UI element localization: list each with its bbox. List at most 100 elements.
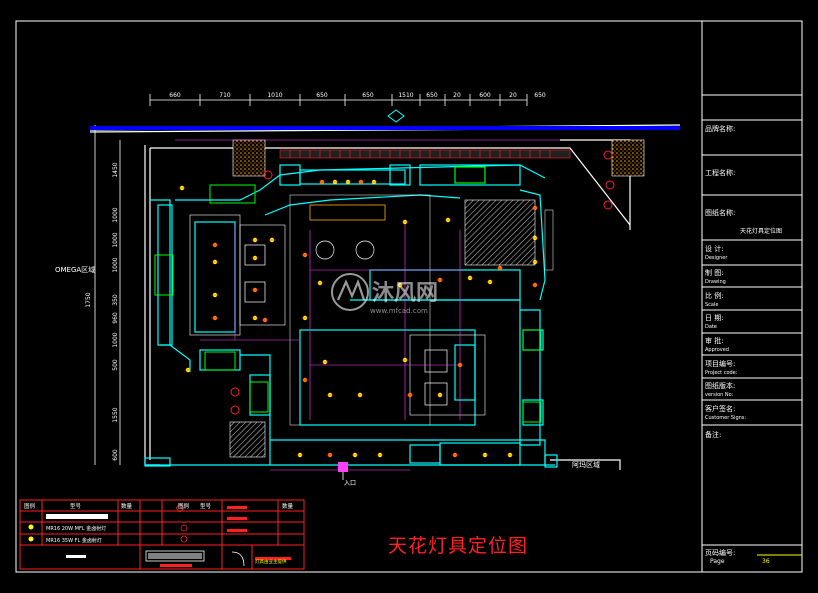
- tb-date-cn: 日 期:: [705, 314, 724, 322]
- svg-text:数量: 数量: [282, 502, 294, 510]
- dimension-lines-magenta: [175, 139, 560, 471]
- track-ticks: [289, 150, 551, 158]
- spotlight-icon: [251, 315, 259, 321]
- top-dimension-chain: [149, 94, 528, 106]
- left-dim-5: 960: [112, 312, 119, 324]
- north-marker: [387, 109, 405, 123]
- tb-version-cn: 图纸版本:: [705, 382, 736, 390]
- left-dim-0: 1450: [112, 162, 119, 177]
- spotlight-icon: [301, 377, 309, 383]
- tb-page-no: 36: [762, 558, 770, 565]
- left-dim-3: 1000: [112, 257, 119, 272]
- spotlight-icon: [318, 179, 326, 185]
- spotlight-icon: [261, 317, 269, 323]
- ceiling-track: [279, 149, 571, 159]
- tb-page-cn: 页码编号:: [705, 549, 736, 557]
- top-dim-5: 1510: [398, 92, 413, 99]
- entrance-marker: [338, 462, 348, 480]
- spotlight-icon: [506, 452, 514, 458]
- spotlight-icon: [406, 392, 414, 398]
- tb-drawing-value: 天花灯具定位图: [740, 228, 783, 235]
- svg-text:图例: 图例: [178, 502, 190, 510]
- legend-table: [19, 499, 305, 570]
- top-dim-7: 20: [453, 92, 461, 99]
- tb-customer-cn: 客户签名:: [705, 405, 736, 413]
- tb-customer-en: Customer Signs:: [705, 415, 747, 421]
- svg-text:灯具由业主提供: 灯具由业主提供: [255, 558, 287, 565]
- left-dim-9: 600: [112, 449, 119, 461]
- left-dim-2: 1000: [112, 232, 119, 247]
- red-markers: [230, 150, 615, 415]
- tb-project-name: 品牌名称:: [705, 125, 736, 133]
- hatched-display: [464, 199, 536, 266]
- omega-zone-label: OMEGA区域: [55, 266, 96, 274]
- tb-scale-cn: 比 例:: [705, 292, 724, 300]
- spotlight-icon: [251, 255, 259, 261]
- spotlight-icon: [486, 279, 494, 285]
- spotlight-icon: [211, 259, 219, 265]
- drawing-title: 天花灯具定位图: [388, 535, 529, 557]
- spotlight-icon: [444, 217, 452, 223]
- tb-designer-en: Designer: [705, 255, 728, 261]
- bottom-zone-label: 阿玛区域: [572, 461, 600, 469]
- spotlight-icon: [321, 359, 329, 365]
- ceiling-feature: [309, 204, 386, 221]
- watermark-logo: [331, 273, 369, 311]
- column-left: [232, 139, 266, 177]
- spotlight-icon: [466, 275, 474, 281]
- spotlight-icon: [331, 179, 339, 185]
- svg-text:MR16 35W FL 金卤射灯: MR16 35W FL 金卤射灯: [46, 537, 102, 544]
- top-dim-1: 710: [219, 92, 231, 99]
- spotlight-icon: [211, 292, 219, 298]
- spotlight-icon: [351, 452, 359, 458]
- column-right: [611, 139, 645, 177]
- tb-version-en: version No:: [705, 392, 734, 398]
- spotlight-icon: [357, 179, 365, 185]
- top-dim-8: 600: [479, 92, 491, 99]
- light-fixtures: [178, 179, 539, 458]
- tb-scale-en: Scale: [705, 302, 719, 308]
- spotlight-icon: [401, 357, 409, 363]
- tb-designer-cn: 设 计:: [705, 245, 724, 253]
- spotlight-icon: [251, 287, 259, 293]
- upper-band: [90, 126, 680, 130]
- spotlight-icon: [301, 315, 309, 321]
- spotlight-icon: [178, 185, 186, 191]
- spotlight-icon: [301, 252, 309, 258]
- top-dim-0: 660: [169, 92, 181, 99]
- tb-drawn-cn: 制 图:: [705, 269, 724, 277]
- spotlight-icon: [451, 452, 459, 458]
- outer-frame: [15, 20, 803, 573]
- spotlight-icon: [211, 315, 219, 321]
- green-fixtures: [154, 184, 542, 423]
- tb-code-en: Project code:: [705, 370, 738, 376]
- spotlight-icon: [396, 282, 404, 288]
- spotlight-icon: [496, 265, 504, 271]
- tb-approve-cn: 审 批:: [705, 337, 724, 345]
- spotlight-icon: [481, 452, 489, 458]
- left-dimension-chain: [94, 125, 121, 465]
- spotlight-icon: [456, 362, 464, 368]
- spotlight-icon: [401, 219, 409, 225]
- spotlight-icon: [326, 392, 334, 398]
- svg-text:型号: 型号: [70, 502, 82, 510]
- left-dim-4: 350: [112, 294, 119, 306]
- tb-drawn-en: Drawing: [705, 279, 726, 285]
- spotlight-icon: [356, 392, 364, 398]
- left-dim-8: 1550: [112, 407, 119, 422]
- tb-code-cn: 项目编号:: [705, 360, 736, 368]
- top-dim-9: 20: [509, 92, 517, 99]
- spotlight-icon: [436, 277, 444, 283]
- spotlight-icon: [370, 179, 378, 185]
- top-dim-6: 650: [426, 92, 438, 99]
- spotlight-icon: [376, 452, 384, 458]
- legend-symbols: [175, 503, 188, 543]
- spotlight-icon: [211, 242, 219, 248]
- title-block: [701, 21, 802, 572]
- left-dim-1: 1000: [112, 207, 119, 222]
- tb-approve-en: Approved: [705, 347, 729, 353]
- spotlight-icon: [316, 280, 324, 286]
